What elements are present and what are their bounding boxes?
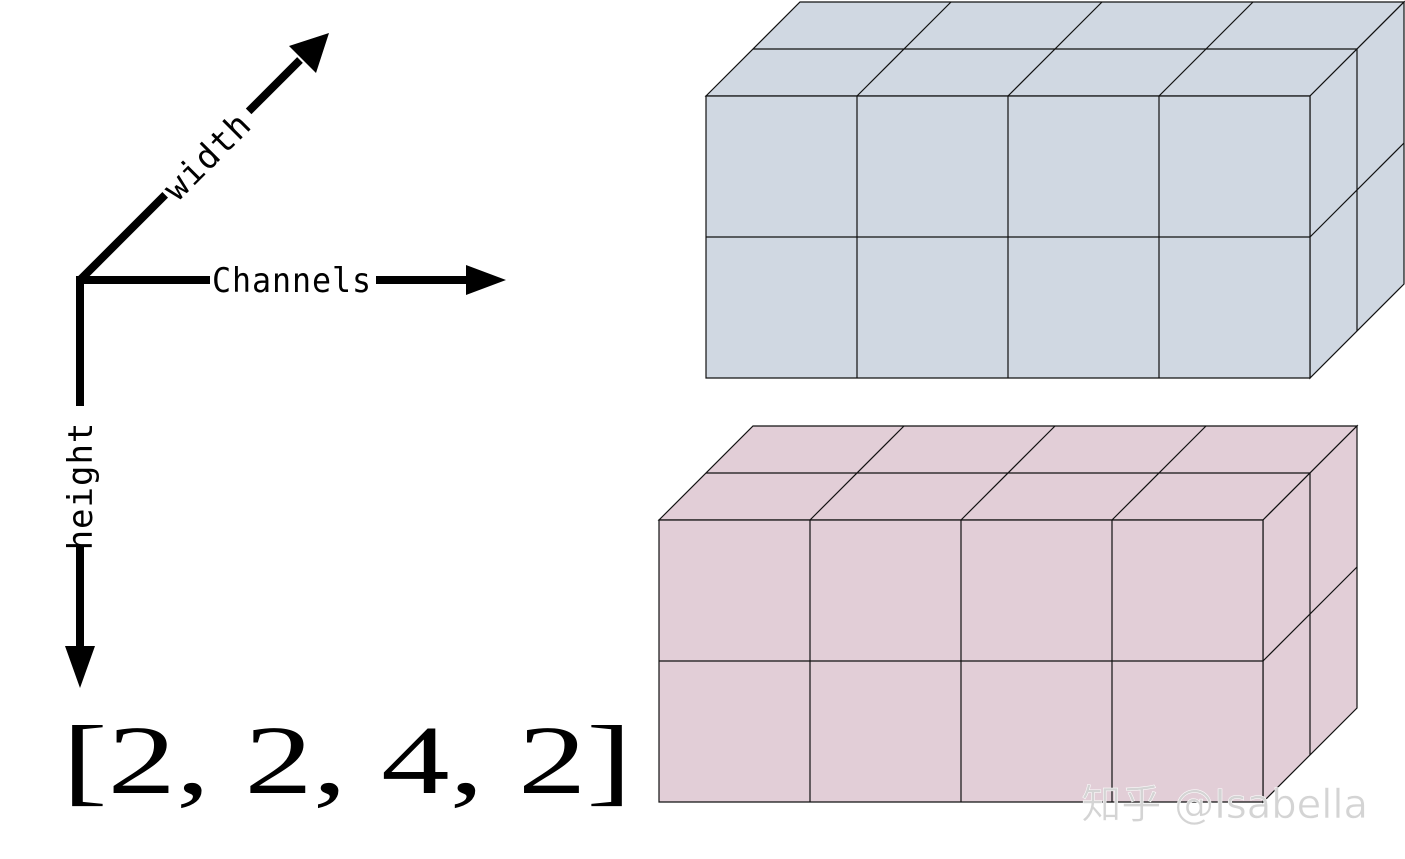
top-tensor-block xyxy=(704,0,1405,380)
tensor-shape-label: [2, 2, 4, 2] xyxy=(62,707,632,815)
watermark-text: 知乎 @Isabella xyxy=(1081,782,1368,828)
cube-side-grid-line xyxy=(1262,566,1358,662)
height-label-bg xyxy=(60,406,100,546)
bottom-tensor-block xyxy=(657,424,1359,804)
width-arrow-head xyxy=(289,33,329,73)
height-arrow-head xyxy=(65,646,95,688)
width-label-bg xyxy=(153,99,264,210)
channels-arrow-head xyxy=(466,265,506,295)
width-axis-label: width xyxy=(156,105,260,209)
axis-label-group: width Channels height xyxy=(60,99,376,550)
channels-label-bg xyxy=(210,262,376,300)
cube-side-grid-line xyxy=(1309,142,1405,238)
channels-axis-label: Channels xyxy=(212,261,372,301)
height-axis-label: height xyxy=(61,422,101,551)
axis-group xyxy=(65,33,506,688)
